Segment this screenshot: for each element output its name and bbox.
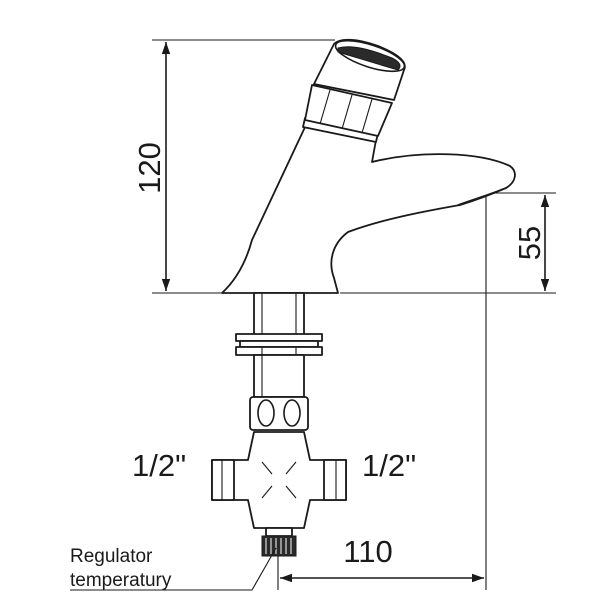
connection-label-left: 1/2": [132, 448, 186, 483]
shank-assembly: [235, 292, 323, 431]
dimension-label-120: 120: [132, 142, 167, 194]
hex-facet-3: [361, 98, 373, 134]
hex-collar: [304, 84, 393, 137]
connection-label-right: 1/2": [362, 448, 416, 483]
button-grip: [337, 46, 401, 71]
leader-line: [70, 547, 277, 591]
inlet-left: [211, 459, 235, 501]
union-nut-facet-left: [257, 399, 275, 427]
washer-top: [235, 333, 323, 342]
regulator-label-line1: Regulator: [70, 546, 153, 567]
spout-body: [221, 124, 516, 294]
spout-outlet: [457, 187, 507, 206]
inlet-right: [323, 459, 347, 501]
tee-cross-3: [261, 485, 273, 499]
union-nut-facet-right: [283, 399, 301, 427]
hex-facet-1: [319, 89, 331, 125]
tee-cross-4: [285, 485, 297, 499]
dimension-label-110: 110: [343, 534, 392, 569]
dimension-120: 120: [132, 39, 335, 294]
mixing-tee: [211, 431, 347, 557]
regulator-label-line2: temperatury: [70, 570, 172, 591]
regulator-neck: [265, 527, 293, 537]
regulator-callout: Regulator temperatury: [70, 546, 277, 591]
dimension-110: 110: [277, 193, 487, 590]
tee-cross-2: [285, 461, 297, 475]
union-nut: [249, 396, 309, 431]
dimension-55: 55: [340, 192, 556, 294]
hex-facet-2: [341, 94, 353, 130]
lock-nut: [235, 346, 323, 356]
button-top: [334, 39, 406, 73]
tee-cross-1: [261, 461, 273, 475]
dimension-label-55: 55: [512, 226, 547, 260]
faucet-body: [221, 38, 516, 294]
